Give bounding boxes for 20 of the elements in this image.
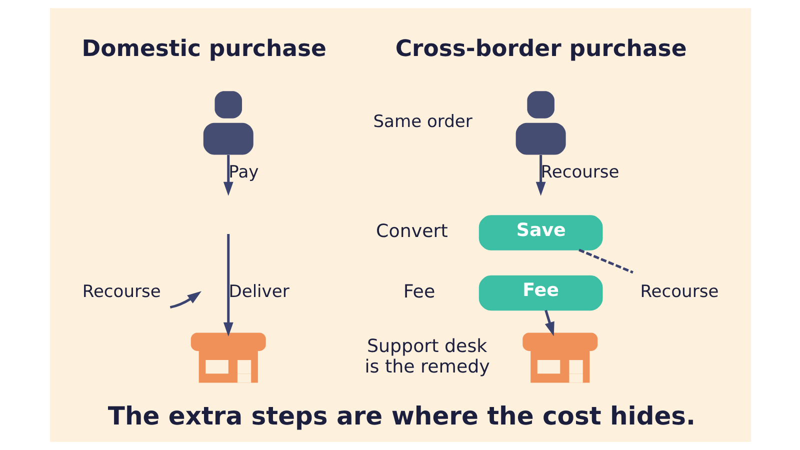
- edge-label: Pay: [228, 162, 258, 182]
- node-label: Support desk is the remedy: [364, 336, 490, 378]
- edge-label: Deliver: [228, 282, 289, 302]
- connector: [578, 248, 633, 274]
- node-text: Recourse: [640, 282, 718, 302]
- edge-label: Recourse: [540, 162, 619, 182]
- node-box: Save: [478, 215, 602, 250]
- node-text: Recourse: [82, 282, 160, 302]
- label: Same order: [372, 112, 472, 132]
- arrow: [544, 310, 554, 336]
- arrow: [169, 291, 201, 309]
- arrow: [535, 154, 546, 196]
- arrow: [222, 154, 233, 196]
- node-label: Convert: [376, 221, 448, 242]
- node-label: Fee: [402, 281, 435, 302]
- label: Domestic purchase: [81, 36, 326, 62]
- label: Cross-border purchase: [394, 36, 686, 62]
- node-box: Fee: [478, 275, 602, 311]
- arrow: [222, 234, 233, 337]
- caption: The extra steps are where the cost hides.: [107, 401, 696, 430]
